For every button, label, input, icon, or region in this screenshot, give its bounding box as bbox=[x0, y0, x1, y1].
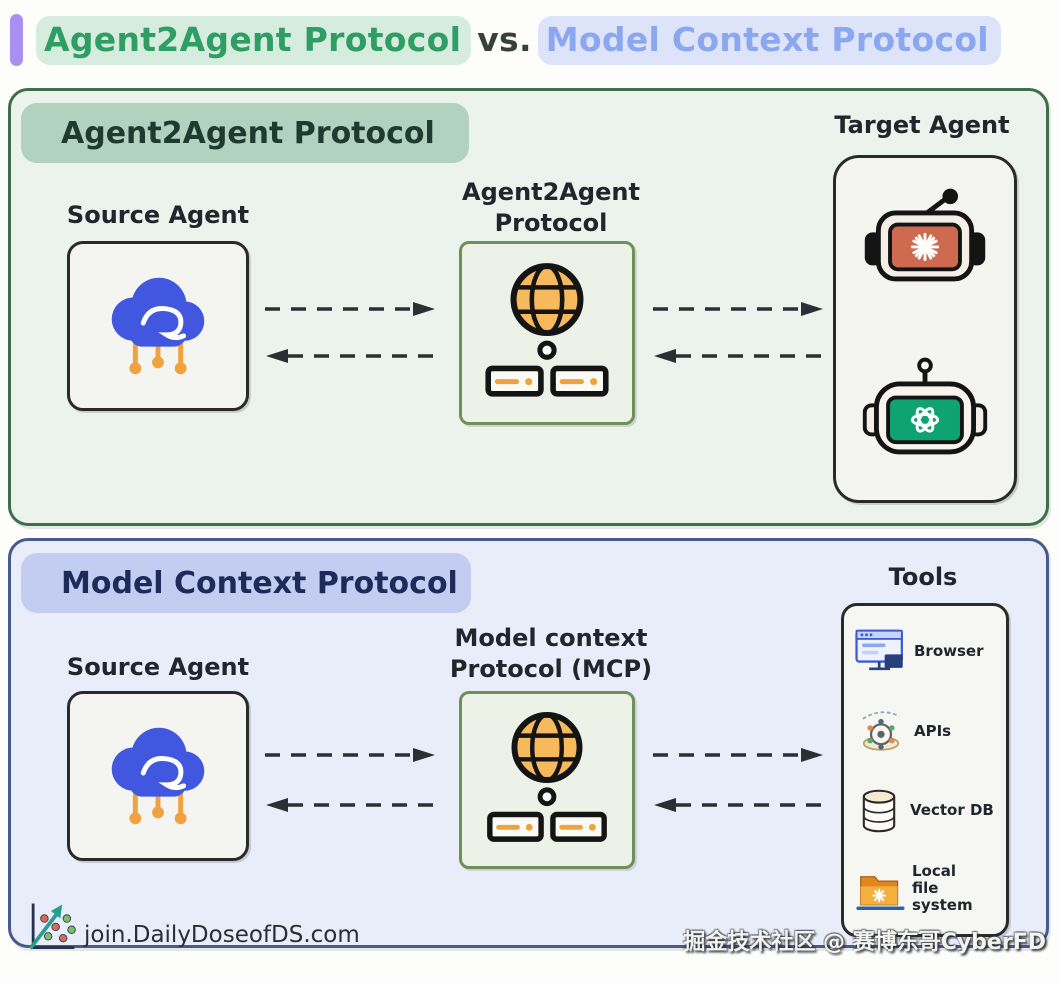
title-vs: vs. bbox=[477, 20, 532, 59]
scatter-chart-icon bbox=[28, 903, 76, 950]
robot-green-icon bbox=[862, 357, 988, 454]
title-accent-bar bbox=[10, 14, 23, 66]
watermark-text: 掘金技术社区 @ 赛博东哥CyberFD bbox=[683, 930, 1046, 955]
a2a-protocol-label-line2: Protocol bbox=[494, 209, 608, 238]
api-icon bbox=[862, 710, 900, 751]
mcp-arrow-left-left-gap bbox=[266, 798, 436, 812]
globe-server-icon bbox=[487, 711, 607, 842]
cloud-agent-icon bbox=[111, 727, 205, 825]
mcp-protocol-label-line1: Model context bbox=[454, 624, 648, 652]
a2a-protocol-box bbox=[459, 241, 635, 425]
tool-row-browser: Browser bbox=[848, 626, 1002, 679]
mcp-tools-label: Tools bbox=[888, 563, 958, 591]
robot-orange-icon bbox=[864, 188, 986, 281]
a2a-target-agent-label: Target Agent bbox=[834, 111, 1010, 139]
mcp-source-agent-label: Source Agent bbox=[66, 653, 250, 681]
globe-server-icon bbox=[485, 263, 609, 397]
title-mcp-highlight: Model Context Protocol bbox=[537, 16, 1001, 65]
a2a-source-agent-label: Source Agent bbox=[66, 201, 250, 229]
mcp-arrow-right-right-gap bbox=[653, 748, 823, 762]
tool-label: APIs bbox=[914, 722, 952, 741]
a2a-panel: Agent2Agent Protocol Source Agent Agent2… bbox=[8, 88, 1049, 526]
mcp-protocol-box bbox=[459, 691, 635, 869]
a2a-arrow-right-right-gap bbox=[653, 302, 823, 316]
tool-row-apis: APIs bbox=[848, 706, 1002, 759]
title-a2a-highlight: Agent2Agent Protocol bbox=[36, 16, 472, 65]
a2a-arrow-left-right-gap bbox=[654, 349, 824, 363]
a2a-protocol-label-line1: Agent2Agent bbox=[462, 178, 640, 206]
cloud-agent-icon bbox=[111, 277, 205, 375]
tool-row-vector-db: Vector DB bbox=[848, 786, 1002, 836]
mcp-protocol-label-line2: Protocol (MCP) bbox=[449, 655, 653, 684]
tool-label: Browser bbox=[914, 642, 984, 661]
browser-icon bbox=[855, 629, 903, 670]
a2a-panel-badge: Agent2Agent Protocol bbox=[21, 103, 469, 163]
mcp-panel-badge: Model Context Protocol bbox=[21, 553, 471, 613]
mcp-tools-box: Browser APIs bbox=[841, 603, 1009, 937]
tool-row-local-file-system: Local file system bbox=[848, 861, 1002, 915]
mcp-arrow-left-right-gap bbox=[654, 798, 824, 812]
mcp-protocol-label: Model context Protocol (MCP) bbox=[411, 623, 691, 685]
tool-label: Local file system bbox=[912, 861, 973, 915]
a2a-target-agent-box bbox=[833, 155, 1017, 503]
mcp-arrow-right-left-gap bbox=[265, 748, 435, 762]
tool-label: Vector DB bbox=[910, 800, 994, 819]
vector-db-icon bbox=[862, 789, 896, 832]
a2a-arrow-right-left-gap bbox=[265, 302, 435, 316]
a2a-source-agent-box bbox=[67, 241, 249, 411]
mcp-source-agent-box bbox=[67, 691, 249, 861]
a2a-arrow-left-left-gap bbox=[266, 349, 436, 363]
mcp-panel: Model Context Protocol Source Agent Mode… bbox=[8, 538, 1049, 948]
folder-icon bbox=[856, 875, 905, 910]
a2a-protocol-label: Agent2Agent Protocol bbox=[421, 177, 681, 239]
footer-site-link[interactable]: join.DailyDoseofDS.com bbox=[84, 922, 360, 948]
